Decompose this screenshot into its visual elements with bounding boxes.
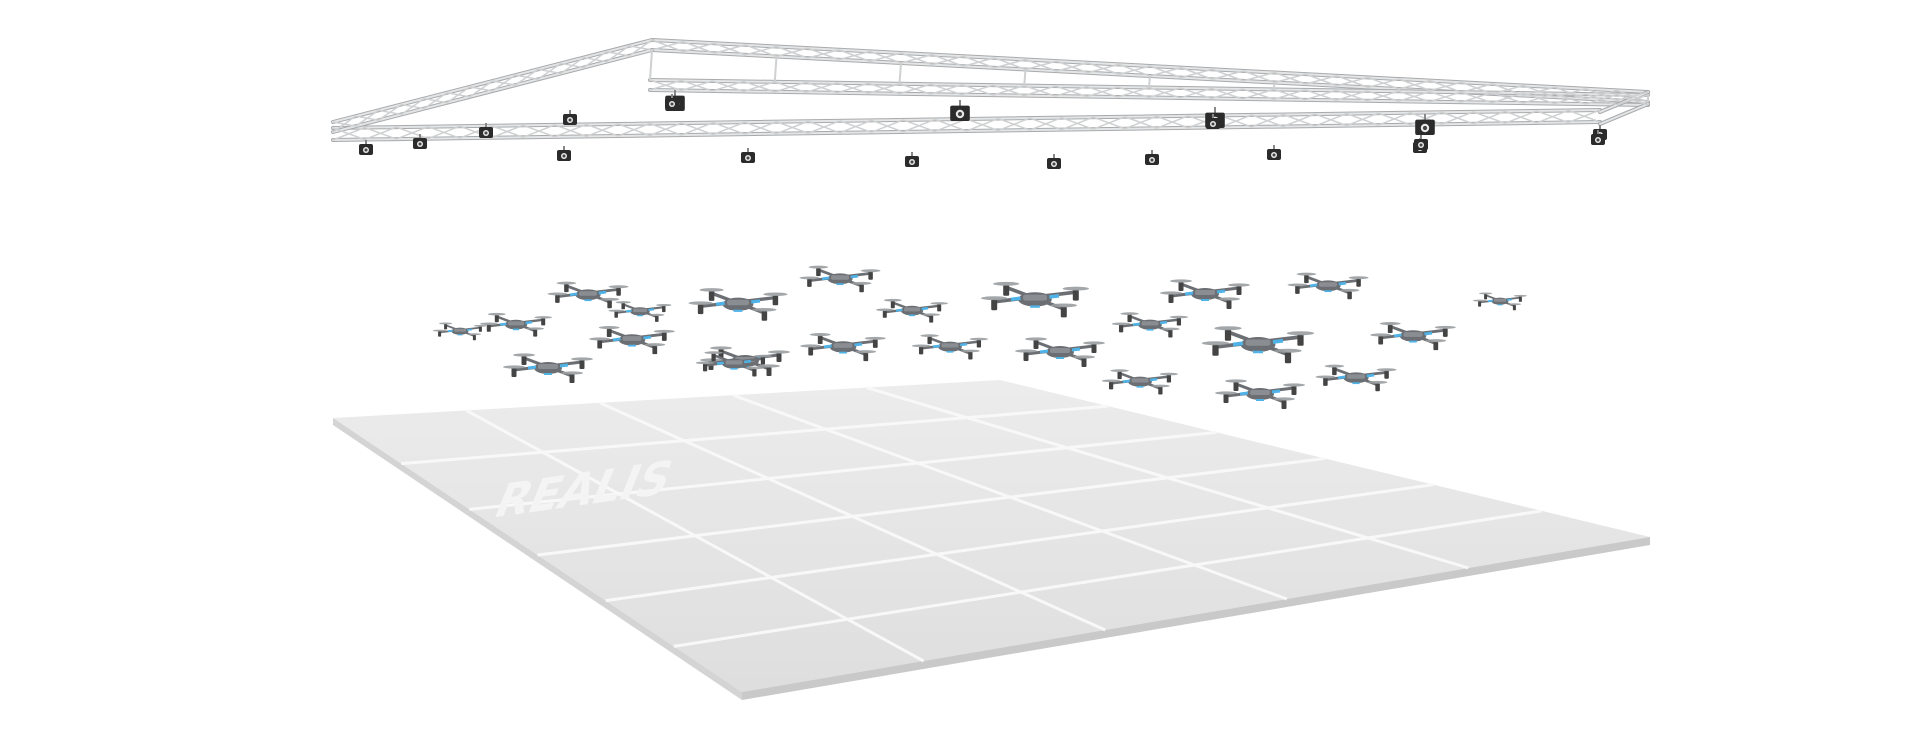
drone-icon xyxy=(1160,279,1250,309)
drone-icon xyxy=(695,351,773,377)
drone-icon xyxy=(688,288,788,321)
drone-swarm xyxy=(433,265,1527,409)
camera-icon xyxy=(557,146,571,161)
drone-icon xyxy=(503,353,593,383)
camera-icon xyxy=(1206,114,1220,129)
camera-icon xyxy=(359,140,373,155)
camera-icon xyxy=(1415,114,1435,135)
drone-icon xyxy=(1101,369,1179,395)
camera-icon xyxy=(665,94,679,109)
truss-frame xyxy=(331,38,1650,142)
camera-icon xyxy=(1414,135,1428,150)
drone-icon xyxy=(1201,326,1315,364)
drone-icon xyxy=(547,281,629,309)
camera-icon xyxy=(413,134,427,149)
camera-icon xyxy=(1267,145,1281,160)
camera-icon xyxy=(950,100,970,121)
drone-icon xyxy=(480,312,552,337)
drone-icon xyxy=(800,333,886,362)
camera-array xyxy=(359,90,1607,169)
drone-icon xyxy=(911,334,989,360)
drone-icon xyxy=(1287,272,1369,300)
drone-icon xyxy=(1111,312,1189,338)
camera-icon xyxy=(741,148,755,163)
drone-icon xyxy=(1473,292,1527,311)
drone-icon xyxy=(608,301,672,322)
drone-icon xyxy=(981,281,1089,318)
drone-icon xyxy=(799,265,881,293)
drone-icon xyxy=(1370,322,1456,351)
drone-icon xyxy=(1215,379,1305,409)
drone-icon xyxy=(1015,337,1105,367)
drone-icon xyxy=(589,326,675,355)
floor-grid: REALIS xyxy=(333,380,1650,700)
drone-icon xyxy=(1315,364,1397,392)
camera-icon xyxy=(1591,130,1605,145)
camera-icon xyxy=(1047,154,1061,169)
camera-icon xyxy=(563,110,577,125)
drone-icon xyxy=(876,298,948,323)
camera-icon xyxy=(905,152,919,167)
drone-icon xyxy=(433,322,487,341)
camera-icon xyxy=(479,123,493,138)
camera-icon xyxy=(1145,150,1159,165)
